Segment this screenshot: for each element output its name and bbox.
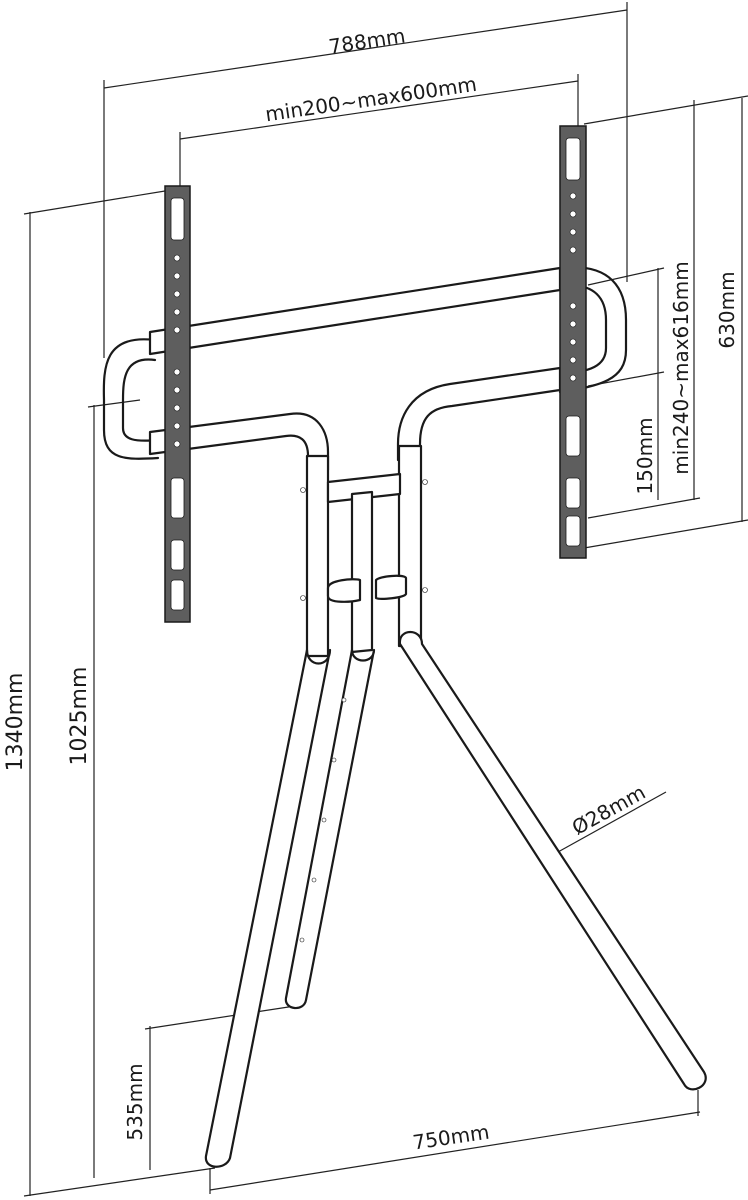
stand-frame (102, 266, 707, 1168)
upper-crossbar (148, 266, 562, 356)
left-loop-tube (102, 338, 160, 460)
base-width-label: 750mm (411, 1120, 491, 1155)
rear-leg (284, 648, 376, 1010)
total-height-label: 1340mm (3, 673, 28, 772)
bracket-height-label: 630mm (715, 271, 739, 348)
top-connector (326, 472, 402, 504)
crossbar-spacing-label: 150mm (633, 417, 657, 494)
left-joint (326, 578, 362, 603)
right-loop-tube (558, 266, 628, 394)
right-leg (398, 630, 707, 1091)
overall-width-label: 788mm (327, 24, 407, 59)
rear-post-upper (350, 490, 374, 654)
left-mounting-plate (164, 185, 191, 623)
right-mounting-plate (559, 125, 587, 559)
vertical-spacing-label: min240~max616mm (669, 261, 693, 474)
crossbar-height-label: 1025mm (67, 667, 92, 766)
right-upright (397, 444, 423, 648)
bracket-spacing-label: min200~max600mm (264, 72, 479, 127)
dimension-lines (23, 2, 748, 1197)
lower-crossbar-right (396, 366, 562, 462)
screw-dots (299, 479, 428, 943)
rear-leg-height-label: 535mm (123, 1063, 147, 1140)
left-leg (204, 648, 332, 1168)
tube-diameter-label: Ø28mm (568, 780, 650, 840)
right-joint (374, 574, 408, 600)
left-upright (305, 454, 330, 658)
